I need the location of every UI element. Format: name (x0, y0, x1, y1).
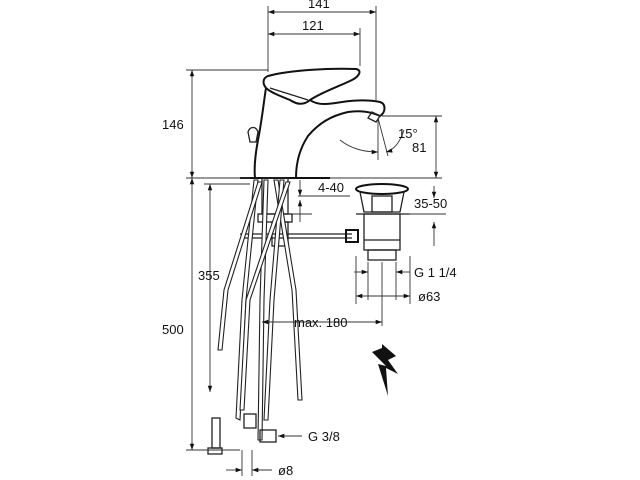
faucet-body (240, 67, 386, 247)
dim-diameter-8-label: ø8 (278, 463, 293, 478)
dim-35-50-label: 35-50 (414, 196, 447, 211)
dim-15-degree-label: 15° (398, 126, 418, 141)
dim-500-label: 500 (162, 322, 184, 337)
dim-81-label: 81 (412, 140, 426, 155)
dim-146-label: 146 (162, 117, 184, 132)
dim-g-3-8-label: G 3/8 (308, 429, 340, 444)
dim-g-1-1-4-label: G 1 1/4 (414, 265, 457, 280)
dim-121-label: 121 (302, 18, 324, 33)
dim-diameter-63-label: ø63 (418, 289, 440, 304)
lightning-bolt-icon (372, 344, 398, 396)
dimension-lines (186, 6, 446, 476)
dim-141-label: 141 (308, 0, 330, 11)
flexible-hoses (207, 179, 303, 455)
dim-max-180-label: max. 180 (294, 315, 347, 330)
dim-355-label: 355 (198, 268, 220, 283)
dim-4-40-label: 4-40 (318, 180, 344, 195)
drain-waste-assembly (355, 183, 410, 261)
